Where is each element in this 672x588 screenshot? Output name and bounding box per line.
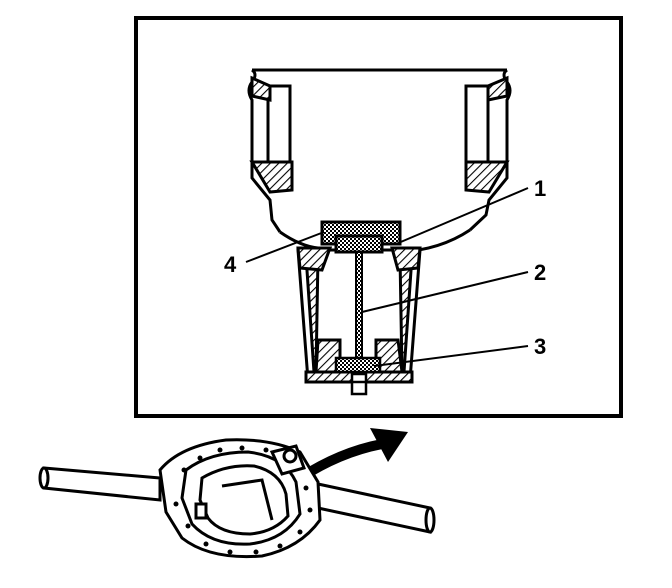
vent-stem (355, 251, 363, 359)
callout-3: 3 (534, 334, 546, 359)
axle-housing (38, 438, 436, 559)
axle-bolts (173, 445, 313, 555)
leader-lines (245, 187, 529, 367)
vent-cap (320, 220, 402, 254)
vent-valve (334, 356, 382, 396)
callout-4: 4 (224, 252, 237, 277)
location-arrow (297, 428, 408, 483)
callout-2: 2 (534, 260, 546, 285)
callout-1: 1 (534, 176, 546, 201)
